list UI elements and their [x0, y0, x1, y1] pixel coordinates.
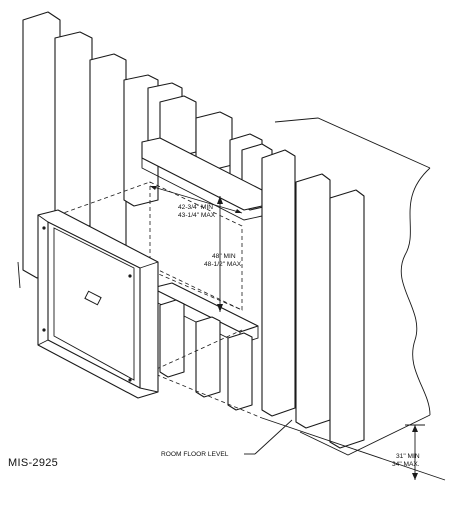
front-studs [261, 149, 365, 449]
height-max-label: 48-1/2" MAX [204, 261, 242, 268]
figure-id: MIS-2925 [8, 457, 58, 469]
width-min-label: 42-3/4" MIN [178, 204, 213, 211]
wall-outline [17, 117, 431, 456]
height-dimension: 48" MIN 48-1/2" MAX [204, 196, 242, 312]
cripple-studs [159, 299, 253, 411]
floor-level-callout: ROOM FLOOR LEVEL [161, 417, 446, 481]
access-panel [37, 209, 159, 399]
panel-latch-icon [84, 290, 102, 306]
sill-max-label: 34" MAX. [392, 461, 420, 468]
width-dimension: 42-3/4" MIN 43-1/4" MAX [149, 185, 243, 219]
floor-level-label: ROOM FLOOR LEVEL [161, 451, 229, 458]
sill-height-dimension: 31" MIN 34" MAX. [392, 424, 425, 480]
sill-min-label: 31" MIN [396, 453, 420, 460]
rough-opening-outline [57, 181, 263, 419]
height-min-label: 48" MIN [212, 253, 236, 260]
width-max-label: 43-1/4" MAX [178, 212, 216, 219]
